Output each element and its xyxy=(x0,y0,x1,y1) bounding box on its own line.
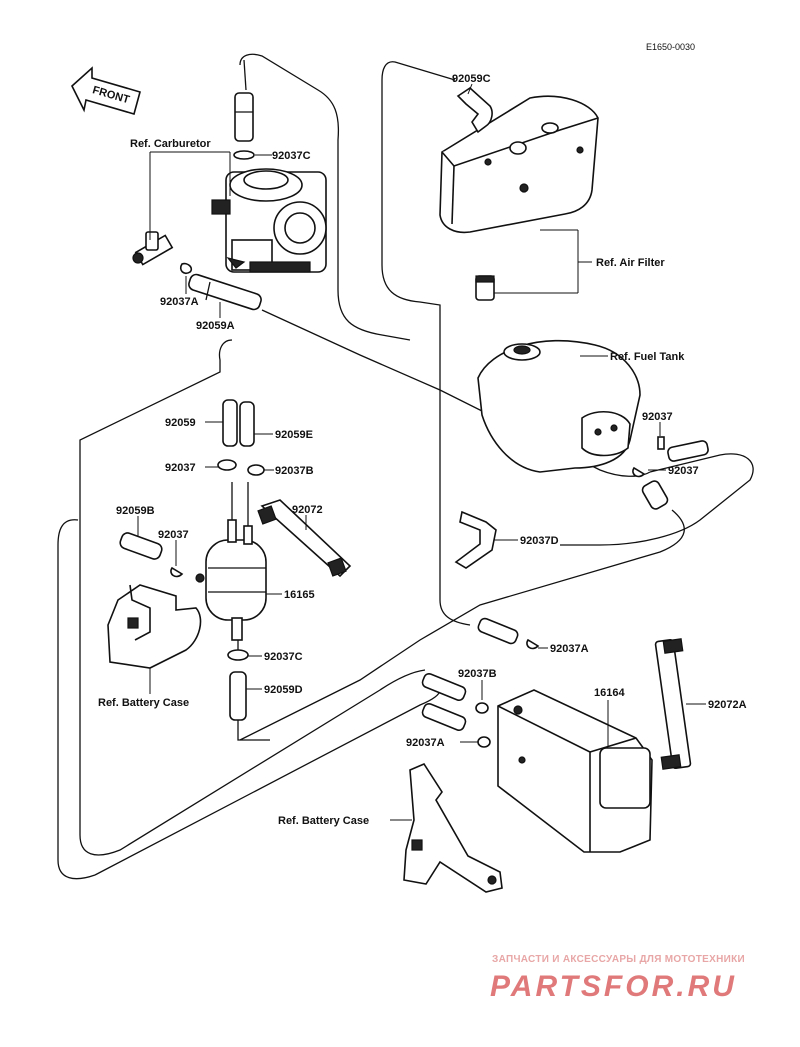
carburetor-top-hose xyxy=(234,92,254,142)
air-filter-drain-plug xyxy=(475,275,495,301)
clamp-92037C-bottom xyxy=(227,649,249,661)
front-arrow-icon: FRONT xyxy=(71,66,141,115)
hose-92059C xyxy=(456,86,493,134)
label-92037C-top: 92037C xyxy=(272,150,311,162)
label-92037-tank-top: 92037 xyxy=(642,411,673,423)
label-92072: 92072 xyxy=(292,504,323,516)
hose-92059B xyxy=(119,532,163,560)
label-92072A: 92072A xyxy=(708,699,747,711)
canister-hose-upper xyxy=(421,672,467,702)
label-92037A-left: 92037A xyxy=(160,296,199,308)
label-92037B-mid: 92037B xyxy=(275,465,314,477)
clamp-92037A-left xyxy=(179,262,193,275)
watermark: ЗАПЧАСТИ И АКСЕССУАРЫ ДЛЯ МОТОТЕХНИКИ PA… xyxy=(490,954,745,1003)
clamp-92037-mid xyxy=(217,459,237,471)
clamp-92037A-bottom xyxy=(477,736,491,748)
air-filter-housing xyxy=(439,95,599,234)
fuel-tank xyxy=(477,339,641,473)
watermark-brand: PARTSFOR.RU xyxy=(490,970,737,1003)
label-92037-mid: 92037 xyxy=(165,462,196,474)
battery-case-left xyxy=(107,584,202,669)
label-92037D: 92037D xyxy=(520,535,559,547)
label-ref-fuel-tank: Ref. Fuel Tank xyxy=(610,351,685,363)
clamp-92037B-right xyxy=(475,702,489,714)
label-92037B-right: 92037B xyxy=(458,668,497,680)
leader-lines xyxy=(137,83,706,821)
diagram-code: E1650-0030 xyxy=(646,42,695,52)
label-92059B: 92059B xyxy=(116,505,155,517)
carburetor-assembly xyxy=(211,168,327,273)
label-92037A-bottom: 92037A xyxy=(406,737,445,749)
label-92059C: 92059C xyxy=(452,73,491,85)
label-92037A-right: 92037A xyxy=(550,643,589,655)
strap-92072 xyxy=(257,499,352,578)
clamp-92037-left xyxy=(170,566,184,578)
strap-92072A xyxy=(654,638,692,770)
tank-fitting-92037 xyxy=(632,436,709,478)
battery-case-bottom xyxy=(403,762,503,893)
label-92037-tank-bottom: 92037 xyxy=(668,465,699,477)
label-ref-battery-case-left: Ref. Battery Case xyxy=(98,697,189,709)
label-92037C-bottom: 92037C xyxy=(264,651,303,663)
label-92059A: 92059A xyxy=(196,320,235,332)
label-92059D: 92059D xyxy=(264,684,303,696)
canister-hose-top xyxy=(477,617,519,645)
bracket-92037D xyxy=(454,510,497,569)
label-ref-carburetor: Ref. Carburetor xyxy=(130,138,211,150)
hose-92059E xyxy=(239,401,255,447)
hose-92059 xyxy=(222,399,238,447)
label-92059E: 92059E xyxy=(275,429,313,441)
watermark-subtitle: ЗАПЧАСТИ И АКСЕССУАРЫ ДЛЯ МОТОТЕХНИКИ xyxy=(492,954,745,965)
canister-16164 xyxy=(497,689,653,853)
tank-side-hose xyxy=(641,480,669,510)
label-16165: 16165 xyxy=(284,589,315,601)
canister-hose-lower xyxy=(421,702,467,732)
label-16164: 16164 xyxy=(594,687,625,699)
clamp-92037B-mid xyxy=(247,464,265,476)
clamp-92037C-top xyxy=(233,150,255,160)
hose-92059A xyxy=(188,273,262,311)
label-ref-battery-case-bottom: Ref. Battery Case xyxy=(278,815,369,827)
hose-92059D xyxy=(229,671,247,721)
label-ref-air-filter: Ref. Air Filter xyxy=(596,257,665,269)
fuel-filter-16165 xyxy=(195,519,267,641)
clamp-92037A-right xyxy=(526,638,540,650)
label-92059: 92059 xyxy=(165,417,196,429)
label-92037-left: 92037 xyxy=(158,529,189,541)
carburetor-tee-fitting xyxy=(132,231,174,266)
